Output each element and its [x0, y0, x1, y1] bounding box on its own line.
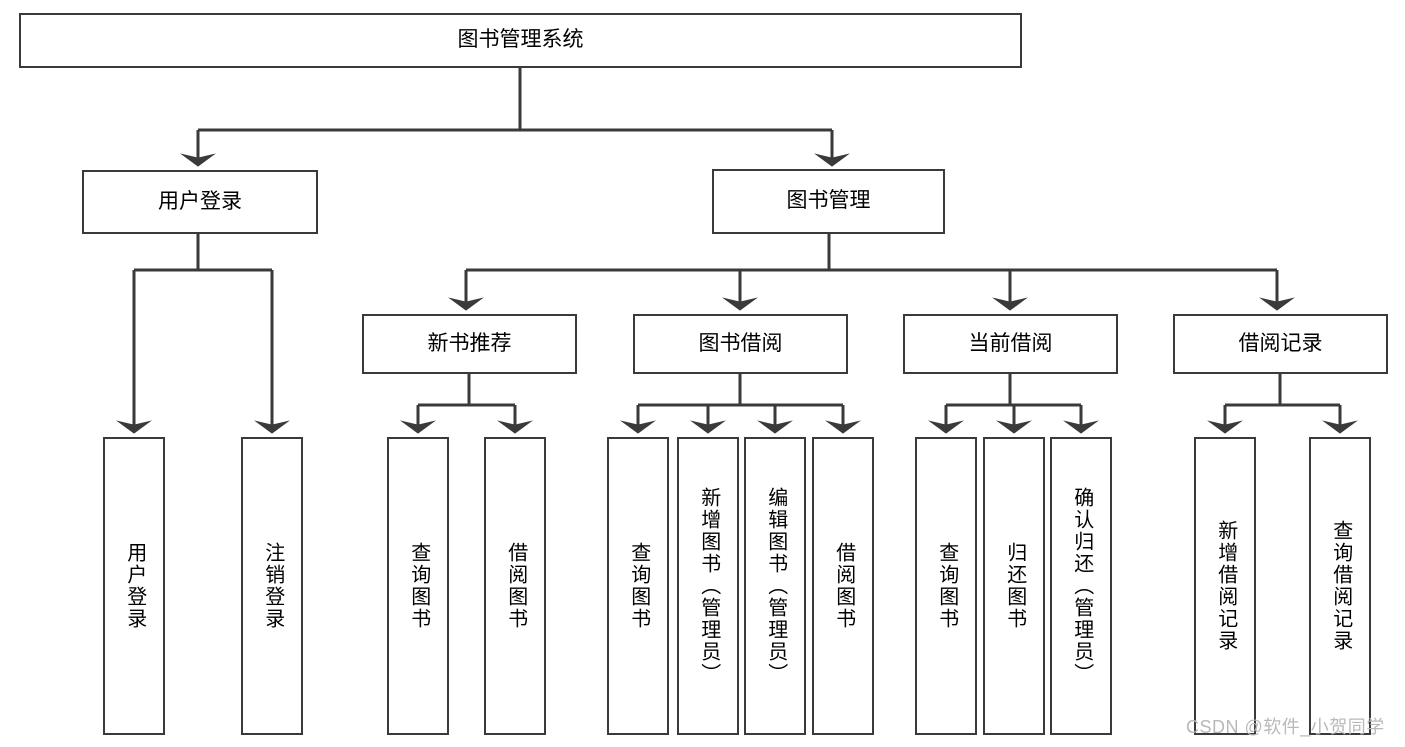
leaf-return-book[interactable]: 归还图书	[983, 437, 1045, 735]
node-book-management-label: 图书管理	[786, 189, 871, 213]
leaf-borrow-book-recommend[interactable]: 借阅图书	[484, 437, 546, 735]
node-current-borrow[interactable]: 当前借阅	[903, 314, 1118, 374]
leaf-user-login[interactable]: 用户登录	[103, 437, 165, 735]
leaf-label: 借阅图书	[504, 542, 527, 630]
leaf-add-book-admin[interactable]: 新增图书（管理员）	[677, 437, 739, 735]
node-root-label: 图书管理系统	[457, 28, 584, 52]
node-new-book-recommendation-label: 新书推荐	[427, 331, 512, 355]
leaf-query-book-current[interactable]: 查询图书	[915, 437, 977, 735]
leaf-query-borrow-record[interactable]: 查询借阅记录	[1309, 437, 1371, 735]
leaf-label: 确认归还（管理员）	[1070, 487, 1093, 685]
watermark: CSDN @软件_小贺同学	[1186, 717, 1385, 737]
node-book-borrow[interactable]: 图书借阅	[633, 314, 848, 374]
leaf-label: 归还图书	[1003, 542, 1026, 630]
leaf-query-book-borrow[interactable]: 查询图书	[607, 437, 669, 735]
leaf-label: 编辑图书（管理员）	[764, 487, 787, 685]
leaf-label: 注销登录	[261, 542, 284, 630]
leaf-add-borrow-record[interactable]: 新增借阅记录	[1194, 437, 1256, 735]
node-current-borrow-label: 当前借阅	[968, 331, 1053, 355]
node-borrow-records-label: 借阅记录	[1238, 331, 1323, 355]
node-book-borrow-label: 图书借阅	[698, 331, 783, 355]
node-borrow-records[interactable]: 借阅记录	[1173, 314, 1388, 374]
leaf-label: 查询图书	[407, 542, 430, 630]
leaf-label: 用户登录	[123, 542, 146, 630]
leaf-logout[interactable]: 注销登录	[241, 437, 303, 735]
leaf-label: 查询图书	[627, 542, 650, 630]
leaf-edit-book-admin[interactable]: 编辑图书（管理员）	[744, 437, 806, 735]
leaf-label: 查询图书	[935, 542, 958, 630]
leaf-label: 新增图书（管理员）	[697, 487, 720, 685]
node-root[interactable]: 图书管理系统	[19, 13, 1022, 68]
node-book-management[interactable]: 图书管理	[712, 169, 945, 234]
leaf-label: 新增借阅记录	[1214, 520, 1237, 652]
node-user-login[interactable]: 用户登录	[82, 170, 318, 234]
node-user-login-label: 用户登录	[158, 189, 242, 213]
leaf-borrow-book[interactable]: 借阅图书	[812, 437, 874, 735]
leaf-confirm-return-admin[interactable]: 确认归还（管理员）	[1050, 437, 1112, 735]
leaf-query-book-recommend[interactable]: 查询图书	[387, 437, 449, 735]
node-new-book-recommendation[interactable]: 新书推荐	[362, 314, 577, 374]
leaf-label: 查询借阅记录	[1329, 520, 1352, 652]
leaf-label: 借阅图书	[832, 542, 855, 630]
